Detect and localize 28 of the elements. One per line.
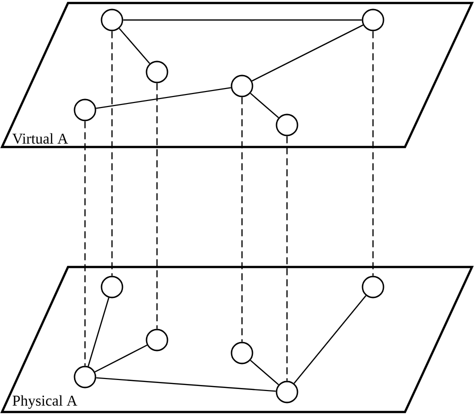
link-line	[88, 298, 110, 366]
link-line	[252, 24, 364, 82]
circle-node	[230, 74, 254, 98]
circle-node	[74, 98, 96, 122]
circle-node	[100, 8, 124, 32]
link-line	[250, 92, 279, 118]
circle-node	[230, 342, 254, 364]
link-line	[96, 377, 276, 392]
circle-node	[362, 276, 384, 298]
dashed-line	[84, 121, 86, 366]
circle-node	[100, 276, 124, 298]
dashed-line	[286, 136, 288, 381]
circle-node	[74, 366, 96, 388]
circle-node	[362, 8, 384, 32]
link-line	[94, 344, 148, 372]
link-line	[96, 87, 232, 109]
dashed-line	[372, 31, 374, 276]
link-line	[123, 19, 362, 21]
dashed-line	[241, 97, 243, 342]
link-line	[294, 295, 366, 384]
circle-node	[146, 328, 168, 352]
circle-node	[276, 380, 298, 404]
circle-node	[146, 60, 168, 84]
dashed-line	[111, 31, 113, 276]
link-line	[250, 360, 279, 386]
dashed-line	[156, 83, 158, 329]
link-line	[118, 28, 150, 64]
circle-node	[276, 114, 298, 136]
